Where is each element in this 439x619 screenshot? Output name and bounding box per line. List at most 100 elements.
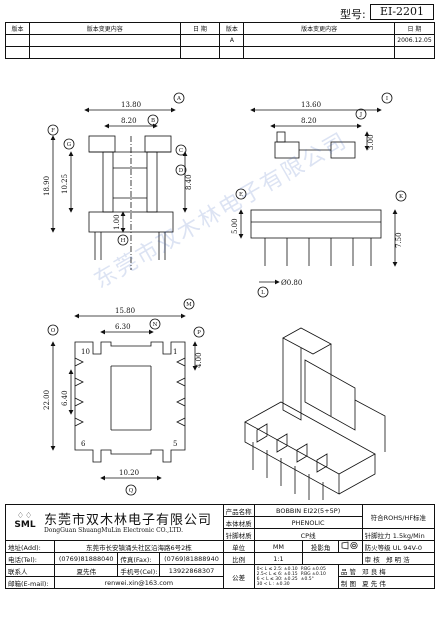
tel-value: (0769)81888040 bbox=[54, 552, 119, 565]
fire-value: UL 94V-0 bbox=[392, 543, 423, 552]
dim-front-height: 18.90 bbox=[43, 176, 51, 196]
qc-value: 邓 良 梅 bbox=[362, 567, 386, 576]
qc-label: 品 管 bbox=[340, 567, 356, 576]
dim-side-top: 3.00 bbox=[367, 134, 375, 150]
circle-o: O bbox=[51, 328, 56, 334]
draw-label: 制 图 bbox=[340, 579, 356, 588]
circle-d: D bbox=[179, 168, 184, 174]
front-view bbox=[50, 107, 188, 270]
pin-material-value: CP线 bbox=[253, 528, 363, 541]
pin-10-label: 10 bbox=[81, 348, 90, 356]
drawing-svg: 13.80 8.20 18.90 10.25 8.40 1.00 13.60 8… bbox=[43, 92, 407, 500]
circle-b: B bbox=[151, 118, 155, 124]
circle-p: P bbox=[197, 330, 201, 336]
bottom-view bbox=[50, 313, 198, 481]
dim-front-mid: 10.25 bbox=[61, 174, 69, 194]
dim-bot-width: 15.80 bbox=[115, 307, 135, 315]
circle-f: F bbox=[51, 128, 55, 134]
callout-circles bbox=[47, 92, 407, 496]
rev-header-date-2: 日 期 bbox=[393, 22, 436, 35]
revision-table: 版本 版本变更内容 日 期 版本 版本变更内容 日 期 A 2006.12.05 bbox=[5, 22, 436, 59]
contact-label: 联系人 bbox=[4, 564, 56, 577]
dim-bot-right: 4.00 bbox=[195, 352, 203, 368]
company-name-en: DongGuan ShuangMuLin Electronic CO.,LTD. bbox=[44, 527, 184, 534]
isometric-view bbox=[244, 327, 386, 500]
projection-label: 投影角 bbox=[302, 540, 339, 553]
product-name-label: 产品名称 bbox=[222, 504, 255, 517]
mobile-value: 13922868307 bbox=[159, 564, 224, 577]
rev-header-date: 日 期 bbox=[179, 22, 221, 35]
dim-bot-bottom: 10.20 bbox=[119, 469, 139, 477]
technical-drawing: 13.80 8.20 18.90 10.25 8.40 1.00 13.60 8… bbox=[5, 70, 435, 500]
dim-front-flange: 8.40 bbox=[185, 174, 193, 190]
fax-label: 传真(Fax): bbox=[117, 552, 161, 565]
circle-e: E bbox=[239, 192, 243, 198]
pin-6-label: 6 bbox=[81, 440, 86, 448]
circle-g: G bbox=[67, 142, 71, 148]
dim-side-inner: 8.20 bbox=[301, 117, 317, 125]
scale-value: 1:1 bbox=[253, 552, 304, 565]
dim-side-right: 7.50 bbox=[395, 232, 403, 248]
rev-header-version: 版本 bbox=[5, 22, 30, 35]
tolerance-label: 公差 bbox=[222, 564, 255, 589]
scale-label: 比例 bbox=[222, 552, 255, 565]
circle-i: I bbox=[386, 96, 388, 102]
fire-label: 防火等级 bbox=[364, 543, 391, 552]
material-value: PHENOLIC bbox=[253, 516, 363, 529]
dim-front-width: 13.80 bbox=[121, 101, 141, 109]
pull-label: 针脚拉力 bbox=[364, 531, 391, 540]
rev-header-version-2: 版本 bbox=[219, 22, 245, 35]
product-name: BOBBIN EI22(5+5P) bbox=[253, 504, 363, 517]
model-number: EI-2201 bbox=[370, 4, 434, 20]
pin-5-label: 5 bbox=[173, 440, 177, 448]
check-label: 审 核 bbox=[364, 555, 380, 564]
email-label: 邮箱(E-mail): bbox=[4, 576, 56, 589]
circle-k: K bbox=[399, 194, 404, 200]
company-name-cn: 东莞市双木林电子有限公司 bbox=[44, 513, 213, 528]
circle-m: M bbox=[186, 302, 192, 308]
dim-bot-inner: 6.30 bbox=[115, 323, 131, 331]
circle-n: N bbox=[153, 322, 158, 328]
rev-header-content: 版本变更内容 bbox=[28, 22, 181, 35]
circle-j: J bbox=[359, 112, 362, 118]
rev-row-date: 2006.12.05 bbox=[393, 34, 436, 47]
dim-pin-dia: Ø0.80 bbox=[281, 279, 302, 287]
circle-q: Q bbox=[129, 488, 134, 494]
contact-value: 夏先伟 bbox=[54, 564, 119, 577]
company-logo: ♢♢ SML bbox=[10, 511, 40, 530]
dim-side-width: 13.60 bbox=[301, 101, 321, 109]
dim-side-left: 5.00 bbox=[231, 218, 239, 234]
circle-h: H bbox=[121, 238, 126, 244]
dim-bot-mid: 6.40 bbox=[61, 390, 69, 406]
side-view bbox=[238, 107, 398, 285]
model-label: 型号: bbox=[340, 8, 366, 21]
unit-value: MM bbox=[253, 540, 304, 553]
dim-bot-height: 22.00 bbox=[43, 390, 51, 410]
circle-a: A bbox=[176, 96, 182, 102]
circle-c: C bbox=[179, 148, 183, 154]
pin-1-label: 1 bbox=[173, 348, 177, 356]
pin-material-label: 针脚材质 bbox=[222, 528, 255, 541]
rohs-note: 符合ROHS/HF标准 bbox=[361, 504, 436, 529]
logo-mark-icon: ♢♢ bbox=[16, 511, 34, 520]
dim-front-bottom: 1.00 bbox=[113, 214, 121, 230]
dim-front-inner: 8.20 bbox=[121, 117, 137, 125]
address-label: 地址(Add): bbox=[4, 540, 56, 553]
material-label: 本体材质 bbox=[222, 516, 255, 529]
draw-value: 夏 先 伟 bbox=[362, 579, 386, 588]
projection-icon bbox=[337, 540, 363, 553]
address-value: 东莞市长安镇涌头社区沿海路6号2栋 bbox=[54, 540, 224, 553]
rev-row-version: A bbox=[219, 34, 245, 47]
company-block: ♢♢ SML 东莞市双木林电子有限公司 DongGuan ShuangMuLin… bbox=[5, 504, 224, 541]
tel-label: 电话(Tel): bbox=[4, 552, 56, 565]
unit-label: 单位 bbox=[222, 540, 255, 553]
email-value: renwei.xin@163.com bbox=[54, 576, 224, 589]
rev-header-content-2: 版本变更内容 bbox=[243, 22, 395, 35]
circle-l: L bbox=[261, 290, 265, 296]
check-value: 郑 明 浩 bbox=[385, 555, 410, 564]
pull-value: 1.5kg/Min bbox=[392, 531, 425, 540]
mobile-label: 手机号(Cel): bbox=[117, 564, 161, 577]
fax-value: (0769)81888940 bbox=[159, 552, 224, 565]
